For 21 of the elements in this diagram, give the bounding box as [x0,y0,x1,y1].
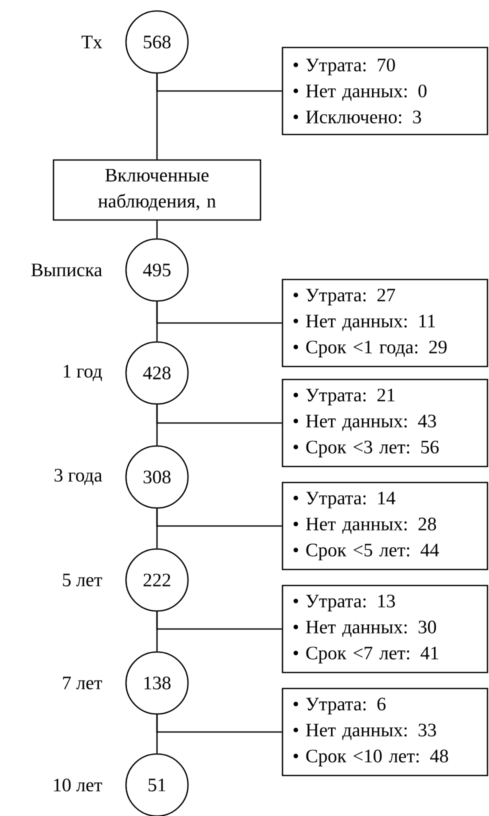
exclusion-box: • Утрата: 13 • Нет данных: 30 • Срок <7 лет: 41 [282,584,488,674]
time-label: Выписка [31,264,102,276]
time-label: 5 лет [62,574,102,586]
connector-line [156,220,158,238]
connector-line [156,612,282,630]
connector-line [156,302,282,324]
time-label: 7 лет [63,676,102,690]
connector-line [156,74,282,92]
time-label: Tx [82,36,102,48]
connector-line [156,714,282,733]
exclusion-box: • Утрата: 6 • Нет данных: 33 • Срок <10 лет: 48 [282,688,488,776]
exclusion-box: • Утрата: 21 • Нет данных: 43 • Срок <3 лет: 56 [282,378,488,468]
connector-line [156,404,282,424]
time-label: 10 лет [54,778,102,792]
exclusion-box: • Утрата: 27 • Нет данных: 11 • Срок <1 года: 29 [282,278,488,368]
process-box: Включенные наблюдения, n [52,159,262,221]
exclusion-box: • Утрата: 70 • Нет данных: 0 • Исключено: 3 [282,46,488,136]
time-label: 1 год [64,364,102,382]
connector-line [156,508,282,527]
exclusion-box: • Утрата: 14 • Нет данных: 28 • Срок <5 лет: 44 [282,482,488,570]
time-label: 3 года [54,468,102,486]
